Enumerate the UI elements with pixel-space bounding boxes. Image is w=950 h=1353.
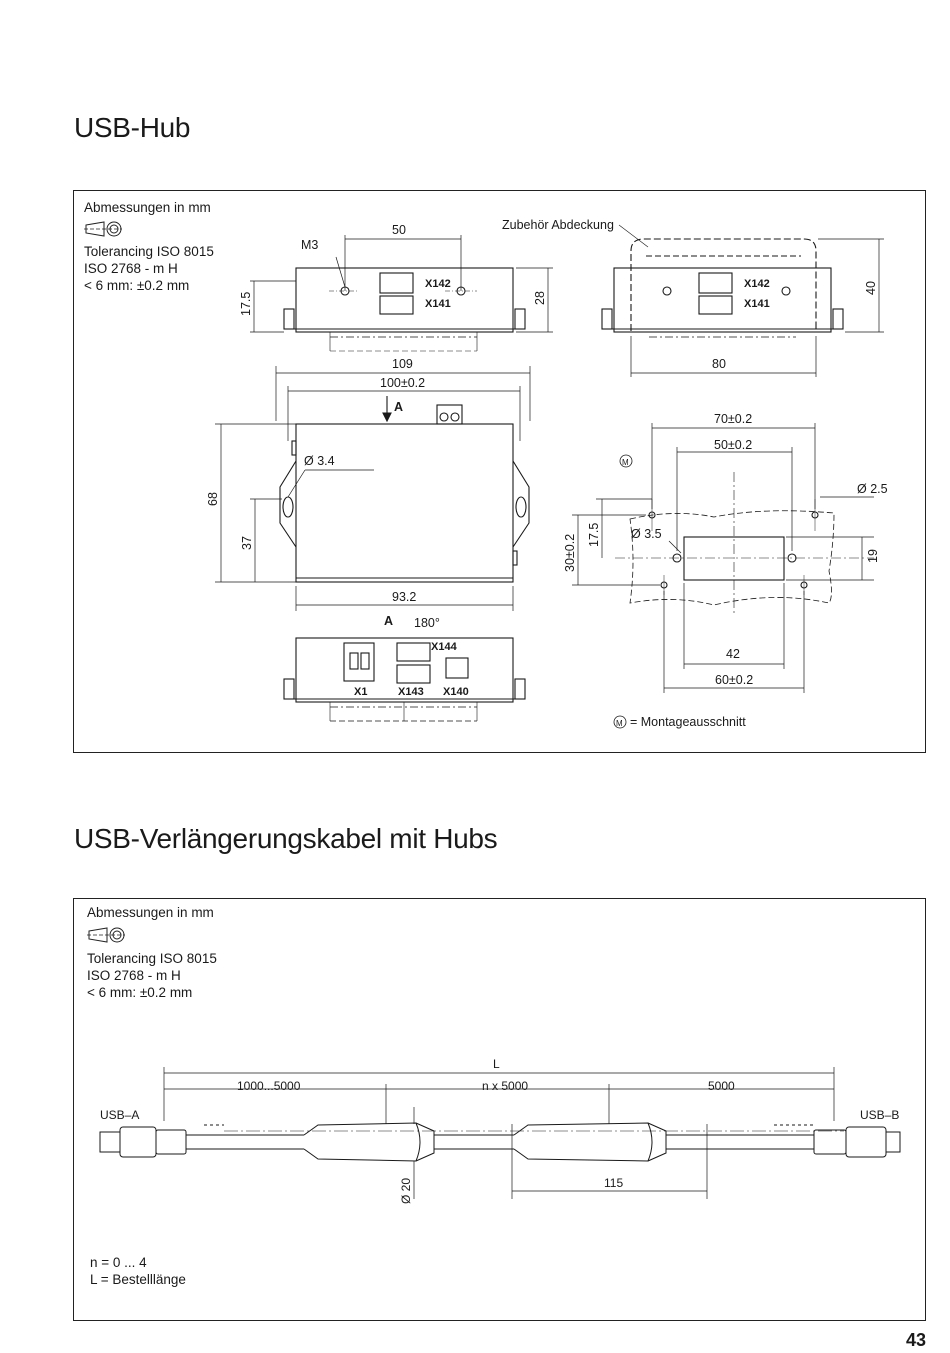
dim-109: 109 [392, 357, 413, 371]
tolerancing-symbol-icon-2 [87, 927, 125, 943]
dim-17-5-cutout: 17.5 [587, 523, 601, 547]
hub-rear-view [283, 637, 526, 722]
dim-dia-2-5: Ø 2.5 [857, 482, 888, 496]
mounting-cutout-drawing [615, 472, 874, 615]
svg-text:M: M [622, 458, 629, 467]
dim-dia-3-4: Ø 3.4 [304, 454, 335, 468]
dim-50: 50 [392, 223, 406, 237]
hub-front-view [283, 267, 526, 352]
tolerancing-symbol-icon [84, 221, 122, 237]
dim-93-2: 93.2 [392, 590, 416, 604]
dim-28: 28 [533, 291, 547, 305]
footnote-L: L = Bestelllänge [90, 1272, 186, 1287]
section-title-usb-hub: USB-Hub [74, 112, 191, 143]
dim-100: 100±0.2 [380, 376, 425, 390]
legend-m-icon: M [613, 715, 627, 729]
tolerance-line-3-b: < 6 mm: ±0.2 mm [87, 985, 193, 1000]
dim-50-cutout: 50±0.2 [714, 438, 752, 452]
tolerance-line-2-b: ISO 2768 - m H [87, 968, 181, 983]
hub-top-view [279, 396, 530, 583]
label-x143: X143 [398, 686, 424, 698]
dim-19: 19 [866, 549, 880, 563]
tolerance-line-3: < 6 mm: ±0.2 mm [84, 278, 190, 293]
dim-5000: 5000 [708, 1079, 735, 1093]
dims-heading-2: Abmessungen in mm [87, 905, 214, 920]
dim-70: 70±0.2 [714, 412, 752, 426]
svg-text:M: M [616, 719, 623, 728]
label-x140: X140 [443, 686, 469, 698]
dim-42: 42 [726, 647, 740, 661]
label-x142-cover: X142 [744, 278, 770, 290]
label-x1: X1 [354, 686, 367, 698]
m-marker-icon: M [619, 454, 633, 468]
dim-dia-3-5: Ø 3.5 [631, 527, 662, 541]
label-usb-a: USB–A [100, 1108, 139, 1122]
dims-heading: Abmessungen in mm [84, 200, 211, 215]
label-x144: X144 [431, 641, 458, 653]
usb-hub-technical-drawing: M3 50 Zubehör Abdeckung 109 80 100±0.2 A… [206, 218, 888, 729]
dim-L: L [493, 1057, 500, 1071]
legend-montageausschnitt: = Montageausschnitt [630, 715, 746, 729]
label-m3: M3 [301, 238, 318, 252]
dim-60: 60±0.2 [715, 673, 753, 687]
hub-front-view-with-cover [601, 224, 844, 338]
section-title-usb-cable: USB-Verlängerungskabel mit Hubs [74, 823, 498, 854]
usb-hub-drawing-panel: Abmessungen in mm Tolerancing ISO 8015 I… [73, 190, 926, 753]
cable-assembly [99, 1122, 901, 1162]
dim-17-5: 17.5 [239, 292, 253, 316]
view-a-rotated-marker: A [384, 614, 393, 628]
tolerance-line-1-b: Toleranc­ing ISO 8015 [87, 951, 217, 966]
dim-30: 30±0.2 [563, 534, 577, 572]
label-x141-cover: X141 [744, 298, 770, 310]
tolerance-line-2: ISO 2768 - m H [84, 261, 178, 276]
rotation-180: 180° [414, 616, 440, 630]
dim-37: 37 [240, 536, 254, 550]
dim-n-x-5000: n x 5000 [482, 1079, 528, 1093]
dim-115: 115 [604, 1176, 623, 1190]
usb-cable-technical-drawing: L 1000...5000 n x 5000 5000 USB–A USB–B … [99, 1057, 901, 1204]
label-x142: X142 [425, 278, 451, 290]
usb-cable-drawing-panel: Abmessungen in mm Toleranc­ing ISO 8015 … [73, 898, 926, 1321]
page-number: 43 [905, 1330, 926, 1350]
footnote-n: n = 0 ... 4 [90, 1255, 147, 1270]
dim-1000-5000: 1000...5000 [237, 1079, 301, 1093]
dim-40: 40 [864, 281, 878, 295]
label-accessory-cover: Zubehör Abdeckung [502, 218, 614, 232]
dim-68: 68 [206, 492, 220, 506]
label-x141: X141 [425, 298, 451, 310]
tolerance-line-1: Tolerancing ISO 8015 [84, 244, 214, 259]
dim-80: 80 [712, 357, 726, 371]
view-a-marker: A [394, 400, 403, 414]
label-usb-b: USB–B [860, 1108, 899, 1122]
dim-dia-20: Ø 20 [399, 1178, 413, 1204]
